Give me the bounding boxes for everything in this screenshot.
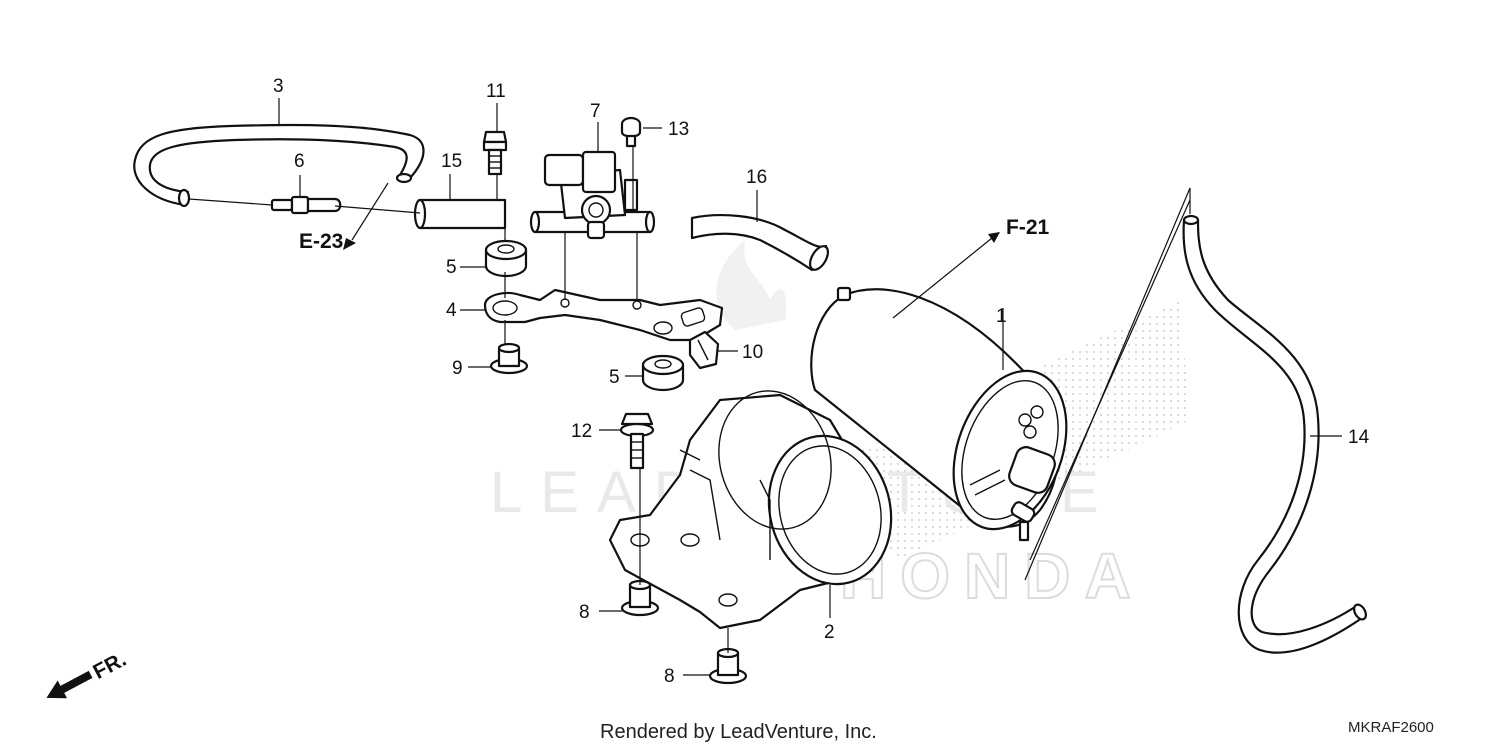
e23-arrow-icon	[343, 238, 356, 250]
callout-7: 7	[590, 101, 601, 122]
front-direction-arrow-icon	[46, 670, 93, 699]
callout-11: 11	[486, 81, 506, 102]
callout-5-lower: 5	[609, 367, 620, 388]
callout-8-upper: 8	[579, 602, 590, 623]
ref-f21: F-21	[1006, 216, 1050, 239]
front-label: FR.	[89, 648, 130, 684]
footer-credit: Rendered by LeadVenture, Inc.	[600, 721, 877, 743]
part-15-tube	[413, 198, 507, 230]
ref-e23: E-23	[299, 230, 343, 253]
callout-8-lower: 8	[664, 666, 675, 687]
f21-arrow-icon	[988, 232, 1000, 243]
leader-lines	[188, 98, 1342, 676]
callout-4: 4	[446, 300, 457, 321]
part-5-grommet-lower	[641, 354, 685, 392]
part-6-joint	[270, 195, 342, 215]
callout-2: 2	[824, 622, 835, 643]
part-8-collar-upper	[620, 579, 660, 617]
callout-13: 13	[668, 119, 689, 140]
callout-12: 12	[571, 421, 592, 442]
diagram-code: MKRAF2600	[1348, 719, 1434, 736]
part-16-hose	[690, 214, 829, 272]
callout-14: 14	[1348, 427, 1370, 448]
callout-labels: 1 2 3 4 5 5 6 7 8 8 9 10 11 12 13 14 15 …	[273, 76, 1370, 687]
callout-1: 1	[996, 306, 1007, 327]
part-10-clip	[688, 330, 720, 370]
callout-3: 3	[273, 76, 284, 97]
callout-15: 15	[441, 151, 462, 172]
part-14-hose	[1182, 214, 1367, 654]
watermark-honda: HONDA	[840, 540, 1145, 612]
part-9-collar	[489, 342, 529, 375]
part-2-holder	[608, 390, 893, 630]
front-indicator: FR.	[46, 648, 130, 699]
callout-9: 9	[452, 358, 463, 379]
callout-10: 10	[742, 342, 763, 363]
part-11-bolt	[482, 130, 508, 176]
part-3-hose	[133, 123, 425, 208]
part-8-collar-lower	[708, 647, 748, 685]
callout-16: 16	[746, 167, 767, 188]
watermark-flame-icon	[716, 240, 787, 330]
part-7-valve	[529, 150, 656, 240]
part-1-canister	[810, 286, 1068, 542]
part-5-grommet-upper	[484, 239, 528, 278]
part-13-screw	[620, 116, 642, 148]
callout-6: 6	[294, 151, 305, 172]
part-12-bolt	[619, 412, 655, 470]
part-4-bracket	[483, 288, 724, 342]
callout-5-upper: 5	[446, 257, 457, 278]
